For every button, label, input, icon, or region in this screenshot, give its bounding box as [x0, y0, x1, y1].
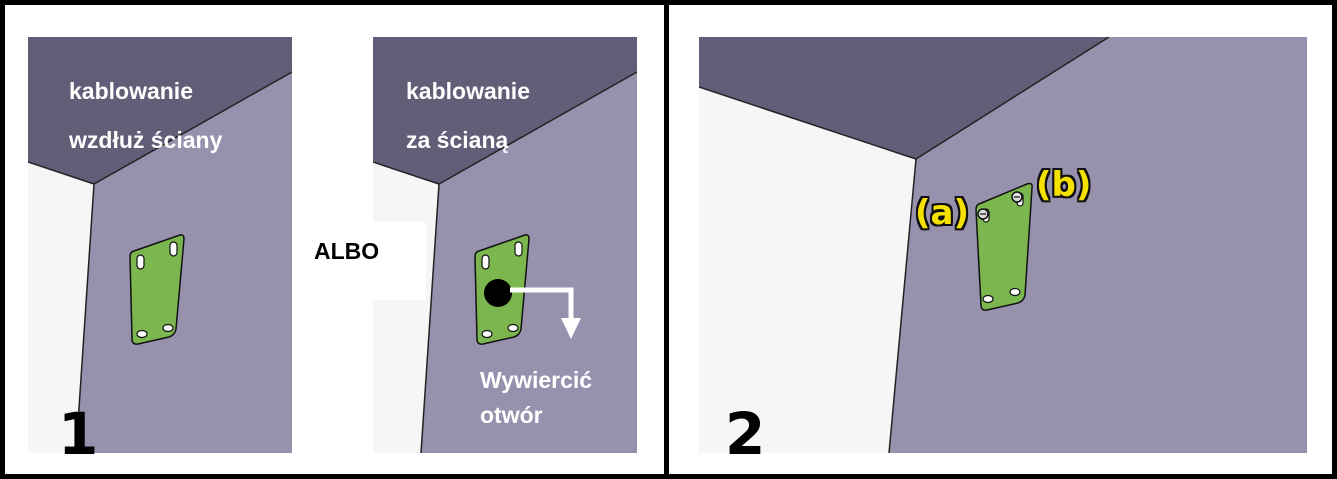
- drill-arrow-icon: [510, 287, 581, 339]
- callout-b: (b): [1036, 165, 1092, 205]
- label-wiring-along-wall-line2: wzdłuż ściany: [69, 127, 223, 153]
- separator-or: ALBO: [314, 238, 380, 264]
- step-number-1: 1: [58, 400, 99, 468]
- scene-mounted-bracket: [699, 37, 1307, 453]
- label-wiring-behind-wall-line1: kablowanie: [406, 78, 530, 104]
- drill-hole: [484, 279, 512, 307]
- label-drill-line1: Wywiercić: [480, 367, 593, 393]
- step-number-2: 2: [725, 400, 766, 468]
- label-wiring-along-wall-line1: kablowanie: [69, 78, 193, 104]
- scene-wiring-along-wall: [28, 37, 292, 453]
- screw-b-icon: [1011, 191, 1023, 203]
- mounting-bracket: [975, 182, 1033, 311]
- screw-a-icon: [977, 208, 989, 220]
- mounting-bracket: [129, 234, 185, 345]
- callout-a: (a): [915, 193, 970, 233]
- label-drill-line2: otwór: [480, 402, 543, 428]
- panel-divider: [664, 0, 669, 479]
- separator-box: [298, 222, 426, 300]
- label-wiring-behind-wall-line2: za ścianą: [406, 127, 509, 153]
- scene-wiring-behind-wall: [373, 37, 637, 453]
